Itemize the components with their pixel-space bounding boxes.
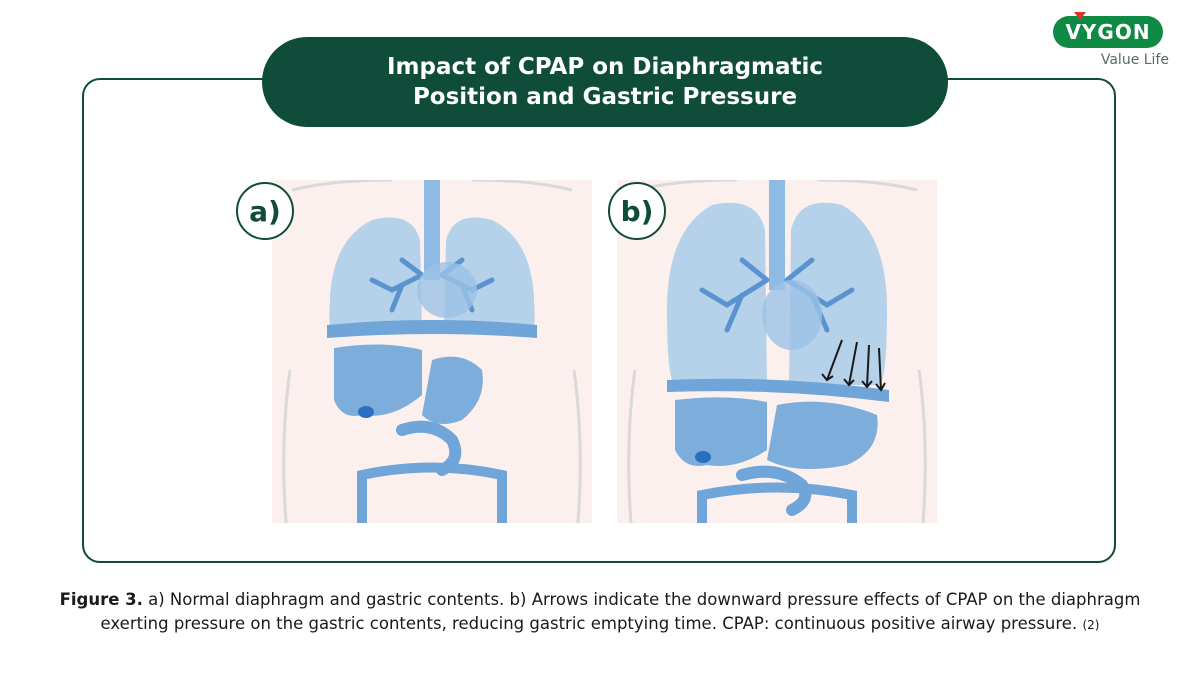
panel-b-illustration	[617, 180, 937, 523]
shoulder-outline	[291, 180, 573, 192]
arrow-1	[821, 339, 843, 382]
panel-a-illustration	[272, 180, 592, 523]
logo-accent-icon	[1074, 12, 1086, 20]
arrow-4	[875, 347, 886, 392]
panel-a-label: a)	[236, 182, 294, 240]
brand-logo: VYGON Value Life	[1053, 12, 1169, 68]
logo-pill: VYGON	[1053, 12, 1163, 48]
diaphragm	[667, 378, 889, 402]
gallbladder	[358, 406, 374, 418]
trachea	[424, 180, 440, 280]
left-bronchi	[369, 257, 425, 313]
logo-tagline: Value Life	[1100, 52, 1169, 68]
left-lung	[329, 217, 422, 330]
caption-figure-label: Figure 3.	[59, 590, 143, 609]
left-bronchi	[699, 257, 770, 333]
figure-frame	[82, 78, 1116, 563]
torso-outline	[282, 369, 582, 523]
page-title: Impact of CPAP on Diaphragmatic Position…	[386, 54, 824, 110]
heart	[762, 280, 822, 350]
stomach	[767, 401, 878, 469]
liver	[334, 344, 422, 416]
trachea	[769, 180, 785, 290]
anatomy-b-svg	[617, 180, 937, 523]
arrow-2	[843, 341, 858, 387]
panel-b-label: b)	[608, 182, 666, 240]
caption-text: a) Normal diaphragm and gastric contents…	[100, 590, 1141, 633]
figure-caption: Figure 3. a) Normal diaphragm and gastri…	[40, 588, 1160, 637]
title-banner: Impact of CPAP on Diaphragmatic Position…	[262, 37, 948, 127]
caption-reference: (2)	[1082, 618, 1100, 632]
large-intestine	[357, 462, 507, 523]
right-lung	[789, 202, 887, 385]
diaphragm	[327, 320, 537, 338]
pressure-arrows	[821, 339, 886, 392]
stomach	[422, 356, 483, 424]
gallbladder	[695, 451, 711, 463]
arrow-3	[861, 344, 873, 389]
large-intestine	[697, 482, 857, 523]
logo-brand-text: VYGON	[1065, 20, 1151, 44]
torso-outline	[627, 369, 927, 523]
left-lung	[667, 202, 767, 385]
heart	[417, 262, 477, 318]
anatomy-a-svg	[272, 180, 592, 523]
liver	[675, 397, 767, 466]
